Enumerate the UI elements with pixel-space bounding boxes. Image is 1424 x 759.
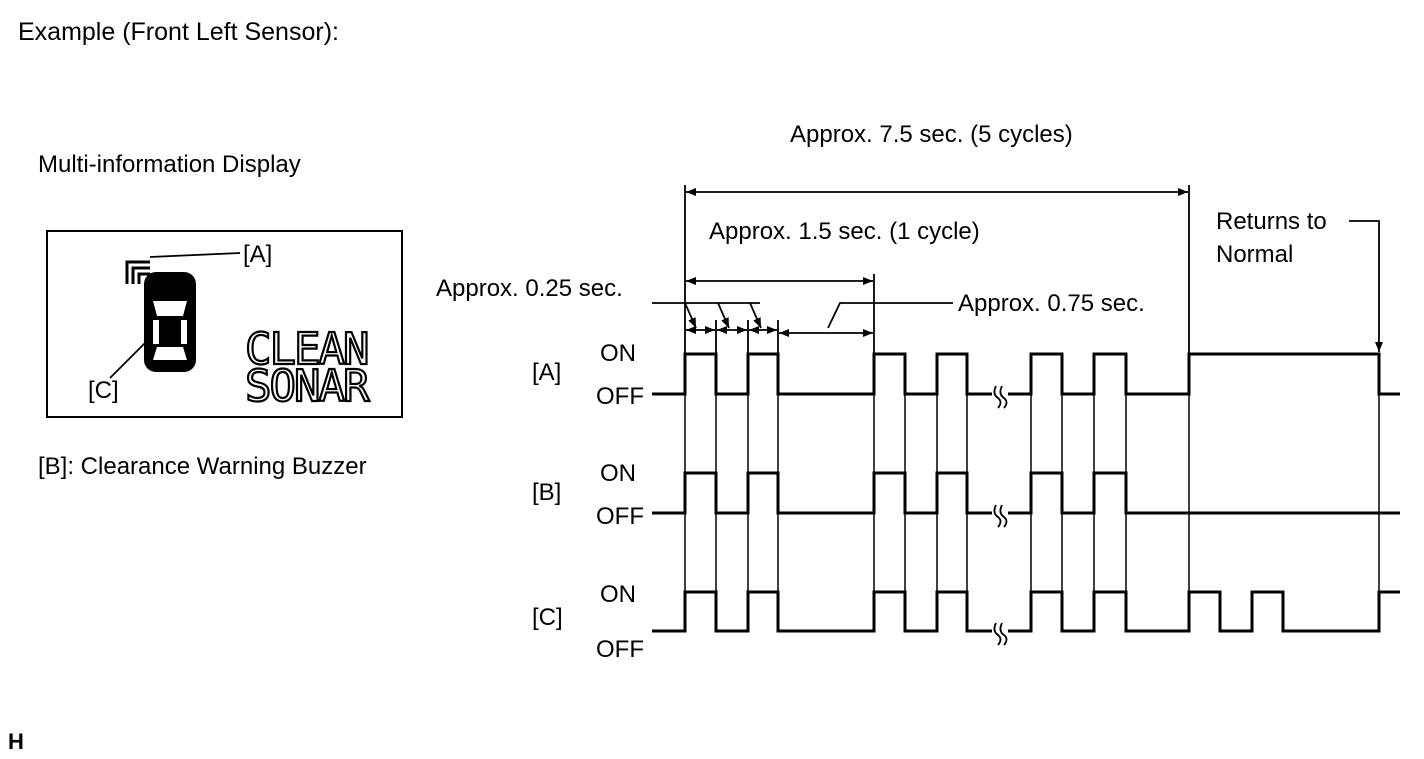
svg-text:[A]: [A] — [532, 359, 561, 386]
display-label-a: [A] — [243, 241, 272, 268]
signal-c-waveform — [652, 590, 1400, 633]
label-c-leader — [109, 341, 147, 379]
label-a-leader — [149, 252, 241, 258]
signal-c-labels: [C] ON OFF — [532, 581, 644, 663]
returns-arrow — [1349, 220, 1383, 352]
buzzer-note: [B]: Clearance Warning Buzzer — [38, 453, 367, 480]
signal-b-waveform — [652, 471, 1400, 515]
signal-b-labels: [B] ON OFF — [532, 460, 644, 530]
total-duration-label: Approx. 7.5 sec. (5 cycles) — [790, 121, 1073, 148]
svg-text:[C]: [C] — [532, 604, 563, 631]
signal-a-labels: [A] ON OFF — [532, 340, 644, 410]
time-break-marks — [993, 385, 1008, 646]
pulse-duration-arrows — [684, 302, 779, 354]
display-heading: Multi-information Display — [38, 151, 301, 178]
display-frame — [46, 230, 403, 418]
svg-text:OFF: OFF — [596, 503, 644, 530]
svg-text:ON: ON — [600, 340, 636, 367]
svg-text:OFF: OFF — [596, 383, 644, 410]
sensor-indicator-icon — [125, 260, 150, 284]
returns-label-line2: Normal — [1216, 241, 1293, 268]
figure-code: H — [8, 729, 24, 754]
off-label-leader — [827, 302, 953, 329]
svg-text:[B]: [B] — [532, 479, 561, 506]
screen-text-clean: CLEAN — [245, 324, 367, 375]
signal-a-waveform — [652, 352, 1400, 396]
off-duration-label: Approx. 0.75 sec. — [958, 290, 1145, 317]
pulse-guide-lines — [684, 394, 1380, 592]
diagram-title: Example (Front Left Sensor): — [18, 18, 339, 46]
display-label-c: [C] — [88, 377, 119, 404]
cycle-duration-label: Approx. 1.5 sec. (1 cycle) — [709, 218, 980, 245]
screen-text-sonar: SONAR — [245, 361, 370, 412]
vehicle-icon — [144, 272, 196, 372]
svg-text:OFF: OFF — [596, 636, 644, 663]
svg-text:ON: ON — [600, 581, 636, 608]
svg-text:ON: ON — [600, 460, 636, 487]
pulse-duration-label: Approx. 0.25 sec. — [436, 275, 623, 302]
returns-label-line1: Returns to — [1216, 208, 1327, 235]
